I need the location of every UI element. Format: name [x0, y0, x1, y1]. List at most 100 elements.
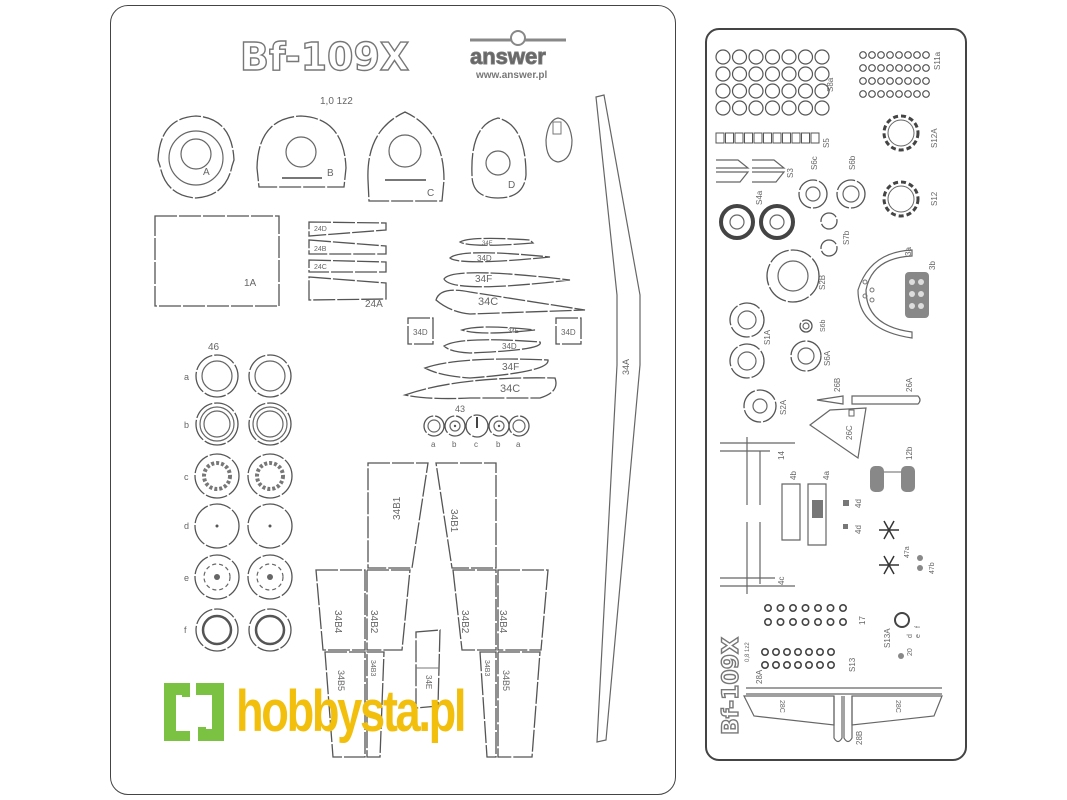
- svg-text:34B3: 34B3: [369, 660, 376, 676]
- svg-text:d: d: [907, 634, 914, 638]
- pe-s12a-gear-icon: [882, 114, 920, 152]
- pe-20-part: [894, 612, 910, 659]
- svg-text:20: 20: [907, 648, 914, 656]
- pe-4c-part: [843, 524, 848, 529]
- svg-text:a: a: [431, 440, 436, 449]
- svg-text:34E: 34E: [424, 675, 433, 689]
- pe-s13a-parts: [763, 603, 847, 626]
- wing-panels-right: 34B1 34B2 34B4 34B3 34B5: [435, 462, 549, 758]
- svg-text:S3: S3: [786, 168, 795, 178]
- svg-text:34A: 34A: [621, 359, 631, 375]
- svg-text:12b: 12b: [905, 446, 914, 460]
- brand-name: answer: [470, 44, 546, 69]
- svg-text:a: a: [184, 372, 189, 382]
- svg-text:B: B: [327, 168, 334, 179]
- watermark-text: hobbysta.pl: [236, 679, 466, 744]
- wing-ribs-upper: 34E 34D 34F 34C: [435, 237, 586, 315]
- wing-ribs-lower: 34E 34D 34F 34C: [402, 326, 557, 400]
- svg-text:S13: S13: [848, 657, 857, 672]
- pe-s2b-ring: [766, 249, 820, 303]
- svg-text:24C: 24C: [314, 264, 327, 271]
- svg-text:17: 17: [858, 616, 867, 625]
- svg-text:34B3: 34B3: [483, 660, 490, 676]
- bulkhead-d: D: [471, 117, 527, 199]
- svg-text:24B: 24B: [314, 246, 327, 253]
- svg-text:26C: 26C: [845, 425, 854, 440]
- wing-panels-left: 34B1 34B4 34B2 34B5 34B3: [315, 462, 429, 758]
- svg-text:S2B: S2B: [818, 275, 827, 290]
- svg-text:e: e: [184, 573, 189, 583]
- pe-4a-panel: [807, 483, 827, 546]
- svg-text:A: A: [203, 167, 210, 178]
- pe-s13-parts: [760, 647, 835, 669]
- wheel-row-f: f: [184, 608, 292, 652]
- svg-text:34D: 34D: [502, 342, 517, 351]
- svg-text:26B: 26B: [833, 378, 842, 392]
- small-wheels-label: 43: [455, 404, 465, 414]
- svg-text:34B2: 34B2: [459, 610, 470, 634]
- svg-text:f: f: [184, 625, 187, 635]
- wheel-row-a: a: [184, 354, 292, 398]
- pe-28-tail-assembly: [743, 687, 943, 743]
- pe-s4a-rings: [719, 204, 795, 240]
- svg-text:24D: 24D: [314, 226, 327, 233]
- pe-4b-panel: [781, 483, 801, 541]
- svg-text:4d: 4d: [854, 525, 863, 534]
- pe-s2a-ring: [743, 389, 777, 423]
- svg-text:f: f: [915, 626, 922, 628]
- svg-text:34B5: 34B5: [501, 670, 511, 691]
- main-parts-sheet: [110, 5, 676, 795]
- pe-s1a-rings: [729, 302, 765, 379]
- svg-text:c: c: [474, 440, 478, 449]
- svg-text:S6c: S6c: [810, 156, 819, 170]
- svg-text:34B2: 34B2: [368, 610, 379, 634]
- pe-26-parts: [808, 395, 921, 460]
- svg-text:S6b: S6b: [848, 155, 857, 170]
- svg-text:e: e: [915, 634, 922, 638]
- svg-text:14: 14: [777, 451, 786, 460]
- pe-s5-strip: [715, 132, 820, 144]
- svg-text:4d: 4d: [854, 499, 863, 508]
- pe-17-frame: [720, 522, 795, 594]
- svg-text:S11a: S11a: [933, 51, 942, 70]
- pe-s3-parts: [716, 159, 786, 183]
- pe-s8a-rings: [715, 49, 830, 116]
- svg-text:34D: 34D: [477, 254, 492, 263]
- svg-text:47a: 47a: [904, 546, 911, 558]
- svg-text:26A: 26A: [905, 377, 914, 392]
- svg-text:28A: 28A: [755, 669, 764, 684]
- svg-text:34D: 34D: [561, 328, 576, 337]
- pe-s6b-small-ring: [799, 319, 813, 333]
- bulkhead-c: C: [367, 111, 445, 202]
- svg-text:34C: 34C: [500, 383, 520, 395]
- svg-text:S5: S5: [822, 138, 831, 148]
- svg-text:S6A: S6A: [823, 350, 832, 366]
- svg-text:S12A: S12A: [930, 128, 939, 148]
- svg-text:34B1: 34B1: [448, 509, 459, 533]
- main-scale-label: 1,0 1z2: [320, 96, 353, 107]
- hobbysta-bracket-logo-icon: [164, 683, 224, 741]
- pe-12b-treads: [870, 466, 915, 492]
- svg-text:b: b: [452, 440, 457, 449]
- wheel-row-d: d: [184, 503, 293, 549]
- svg-text:34B4: 34B4: [332, 610, 343, 634]
- svg-text:3b: 3b: [928, 261, 937, 270]
- bulkhead-a: A: [157, 115, 235, 199]
- svg-text:34B5: 34B5: [336, 670, 346, 691]
- wheel-row-c: c: [184, 453, 293, 499]
- pe-4d-part: [843, 500, 849, 506]
- svg-text:d: d: [184, 521, 189, 531]
- main-title: Bf-109X: [240, 35, 409, 79]
- svg-text:4c: 4c: [777, 577, 786, 585]
- bulkhead-b: B: [256, 115, 347, 188]
- pe-s11a-rings: [859, 51, 930, 98]
- svg-text:3a: 3a: [904, 247, 913, 256]
- svg-text:S12: S12: [930, 191, 939, 206]
- svg-text:4a: 4a: [822, 471, 831, 480]
- floor-part-1a: 1A: [154, 215, 280, 307]
- wing-spar-34a: 34A: [595, 94, 641, 743]
- svg-text:S7b: S7b: [842, 230, 851, 245]
- pe-47b-part: [917, 555, 923, 561]
- wheels-group-label: 46: [208, 342, 220, 353]
